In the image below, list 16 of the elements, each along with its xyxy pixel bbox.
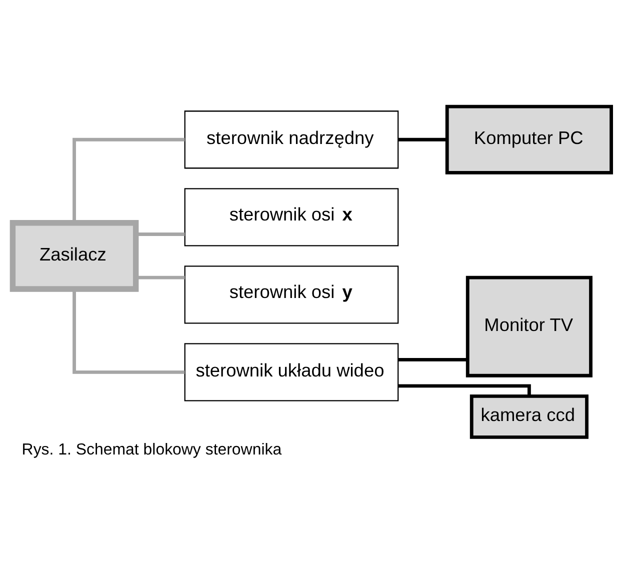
node-box: sterownik nadrzędny	[184, 110, 399, 168]
node-box: Zasilacz	[10, 220, 139, 292]
node-box: Monitor TV	[466, 275, 592, 377]
connector	[136, 232, 185, 236]
node-box: sterownik układu wideo	[184, 342, 399, 401]
node-box: sterownik osi y	[184, 265, 399, 324]
connector	[398, 137, 448, 141]
connector	[398, 384, 531, 396]
connector	[72, 137, 185, 222]
connector	[72, 288, 185, 374]
connector	[398, 357, 468, 361]
node-box: Komputer PC	[445, 104, 613, 174]
caption: Rys. 1. Schemat blokowy sterownika	[22, 441, 282, 458]
connector	[136, 275, 185, 279]
node-box: kamera ccd	[470, 394, 588, 438]
node-box: sterownik osi x	[184, 188, 399, 246]
